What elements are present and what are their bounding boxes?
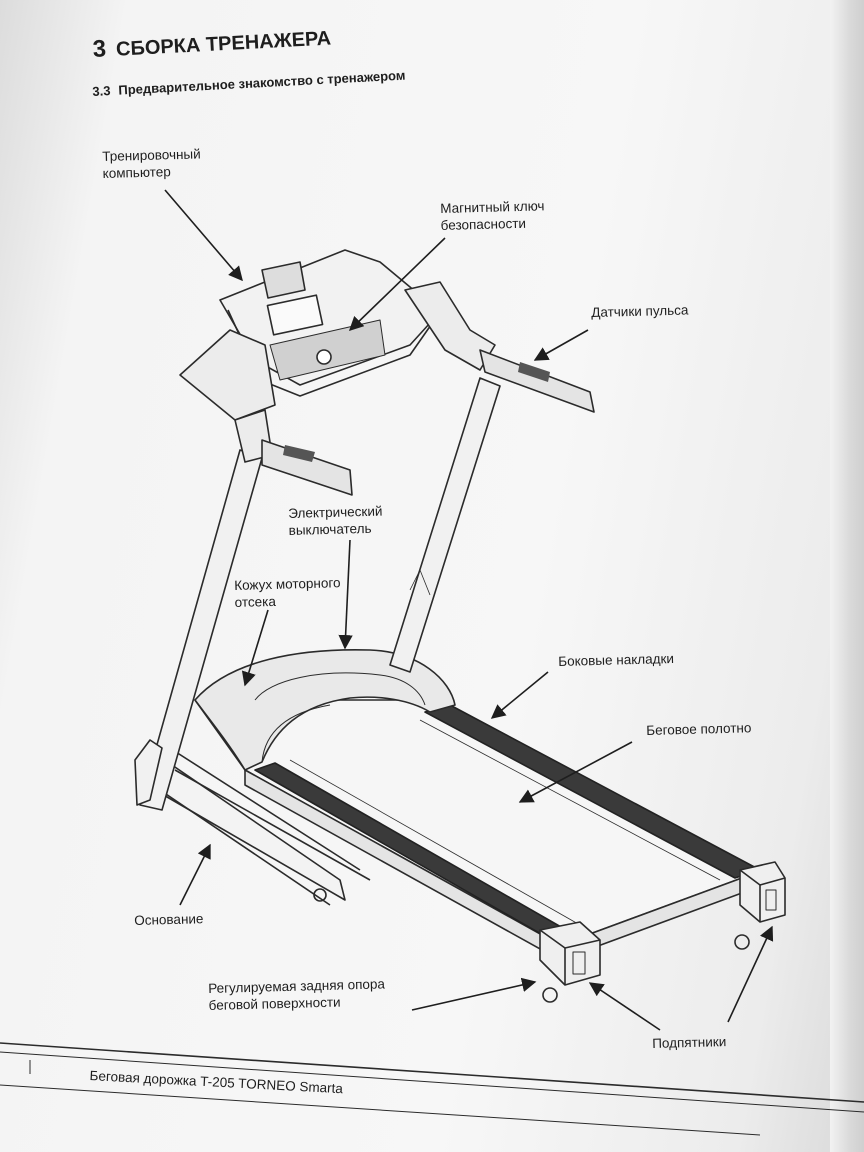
leader-arrows (164, 189, 774, 1031)
label-line: Магнитный ключ (440, 198, 545, 216)
label-side-rails: Боковые накладки (558, 650, 675, 669)
next-page-edge (830, 0, 864, 1152)
label-safety-key: Магнитный ключ безопасности (440, 197, 545, 234)
arrow-rear (411, 977, 537, 1011)
arrow-belt (518, 741, 633, 803)
arrow-computer (164, 189, 243, 282)
label-line: Тренировочный (102, 146, 201, 164)
label-training-computer: Тренировочный компьютер (102, 145, 201, 182)
arrow-pads-right (727, 925, 774, 1023)
label-power-switch: Электрический выключатель (288, 503, 383, 539)
motor-hood (194, 648, 456, 771)
arrow-key (348, 237, 446, 332)
label-foot-pads: Подпятники (652, 1034, 727, 1051)
arrow-motor (241, 609, 269, 687)
label-line: выключатель (288, 520, 372, 538)
uprights (134, 377, 501, 811)
label-pulse-sensors: Датчики пульса (591, 302, 689, 320)
console (179, 249, 595, 496)
arrow-side (490, 671, 549, 719)
label-running-belt: Беговое полотно (646, 720, 752, 738)
label-line: отсека (234, 593, 277, 610)
arrow-pulse (533, 329, 589, 361)
label-rear-support: Регулируемая задняя опора беговой поверх… (208, 975, 386, 1014)
arrow-switch (338, 539, 353, 650)
end-caps (539, 861, 786, 1003)
label-line: Кожух моторного (234, 575, 341, 593)
arrow-pads-left (588, 982, 661, 1031)
label-base: Основание (134, 911, 204, 928)
arrow-base (179, 843, 211, 906)
label-motor-hood: Кожух моторного отсека (234, 574, 341, 611)
footer-rules (0, 1042, 864, 1136)
label-line: безопасности (440, 215, 527, 233)
label-line: компьютер (102, 164, 171, 181)
